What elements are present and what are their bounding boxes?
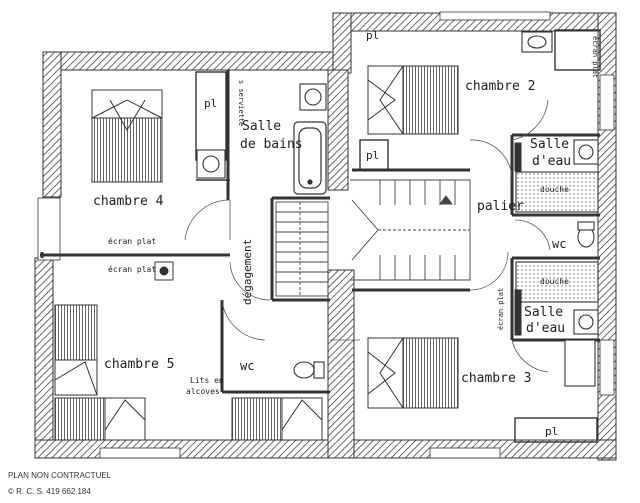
door-swings	[184, 99, 551, 373]
footer-rcs: © R. C. S. 419 662 184	[8, 487, 91, 496]
bed-chambre4	[91, 89, 163, 183]
room-label-chambre2: chambre 2	[465, 79, 536, 94]
room-label-salle-de-bains-line2: de bains	[240, 137, 303, 152]
bed-chambre5	[54, 304, 323, 441]
sinks	[196, 31, 599, 387]
fixture-label-douche-bottom: douche	[540, 277, 569, 286]
label-alcoves: alcoves	[186, 387, 220, 396]
fixture-label-ecran-plat-ch3: écran plat	[497, 287, 505, 330]
room-label-salle-eau-bottom-line1: Salle	[524, 305, 564, 320]
fixture-label-pl-top: pl	[366, 29, 380, 42]
fixture-label-serviette: s serviette	[237, 80, 245, 127]
footer-disclaimer: PLAN NON CONTRACTUEL	[8, 471, 112, 480]
room-label-chambre4: chambre 4	[93, 194, 164, 209]
fixture-label-ecran-plat-bottom: écran plat	[108, 265, 157, 274]
windows	[37, 11, 615, 459]
room-label-degagement: dégagement	[241, 238, 254, 305]
room-label-chambre3: chambre 3	[461, 371, 532, 386]
interior-walls	[40, 70, 600, 394]
bathtub	[293, 121, 327, 195]
room-label-palier: palier	[477, 199, 524, 214]
fixture-label-pl-palier: pl	[366, 149, 380, 162]
fixture-label-ecran-plat-ch2: écran plat	[591, 36, 599, 79]
fixture-label-ecran-plat-top: écran plat	[108, 237, 157, 246]
room-label-salle-de-bains-line1: Salle	[242, 119, 282, 134]
toilets	[293, 221, 595, 379]
staircase-left	[275, 201, 329, 297]
partitions	[195, 29, 601, 443]
showers	[515, 171, 599, 303]
room-label-wc-left: wc	[240, 359, 255, 373]
bed-chambre2	[367, 65, 459, 135]
room-label-salle-eau-bottom-line2: d'eau	[526, 321, 566, 336]
room-label-chambre5: chambre 5	[104, 357, 175, 372]
fixture-label-pl-bottom: pl	[545, 425, 559, 438]
tv-screens	[154, 142, 522, 336]
room-label-salle-eau-top-line1: Salle	[530, 137, 570, 152]
fixture-label-pl-chambre4: pl	[204, 97, 218, 110]
room-label-salle-eau-top-line2: d'eau	[532, 154, 572, 169]
room-label-wc-right: wc	[552, 237, 567, 251]
bed-chambre3	[367, 337, 459, 409]
label-lits-en: Lits en	[190, 376, 224, 385]
fixture-label-douche-top: douche	[540, 185, 569, 194]
staircase-center	[350, 179, 471, 281]
